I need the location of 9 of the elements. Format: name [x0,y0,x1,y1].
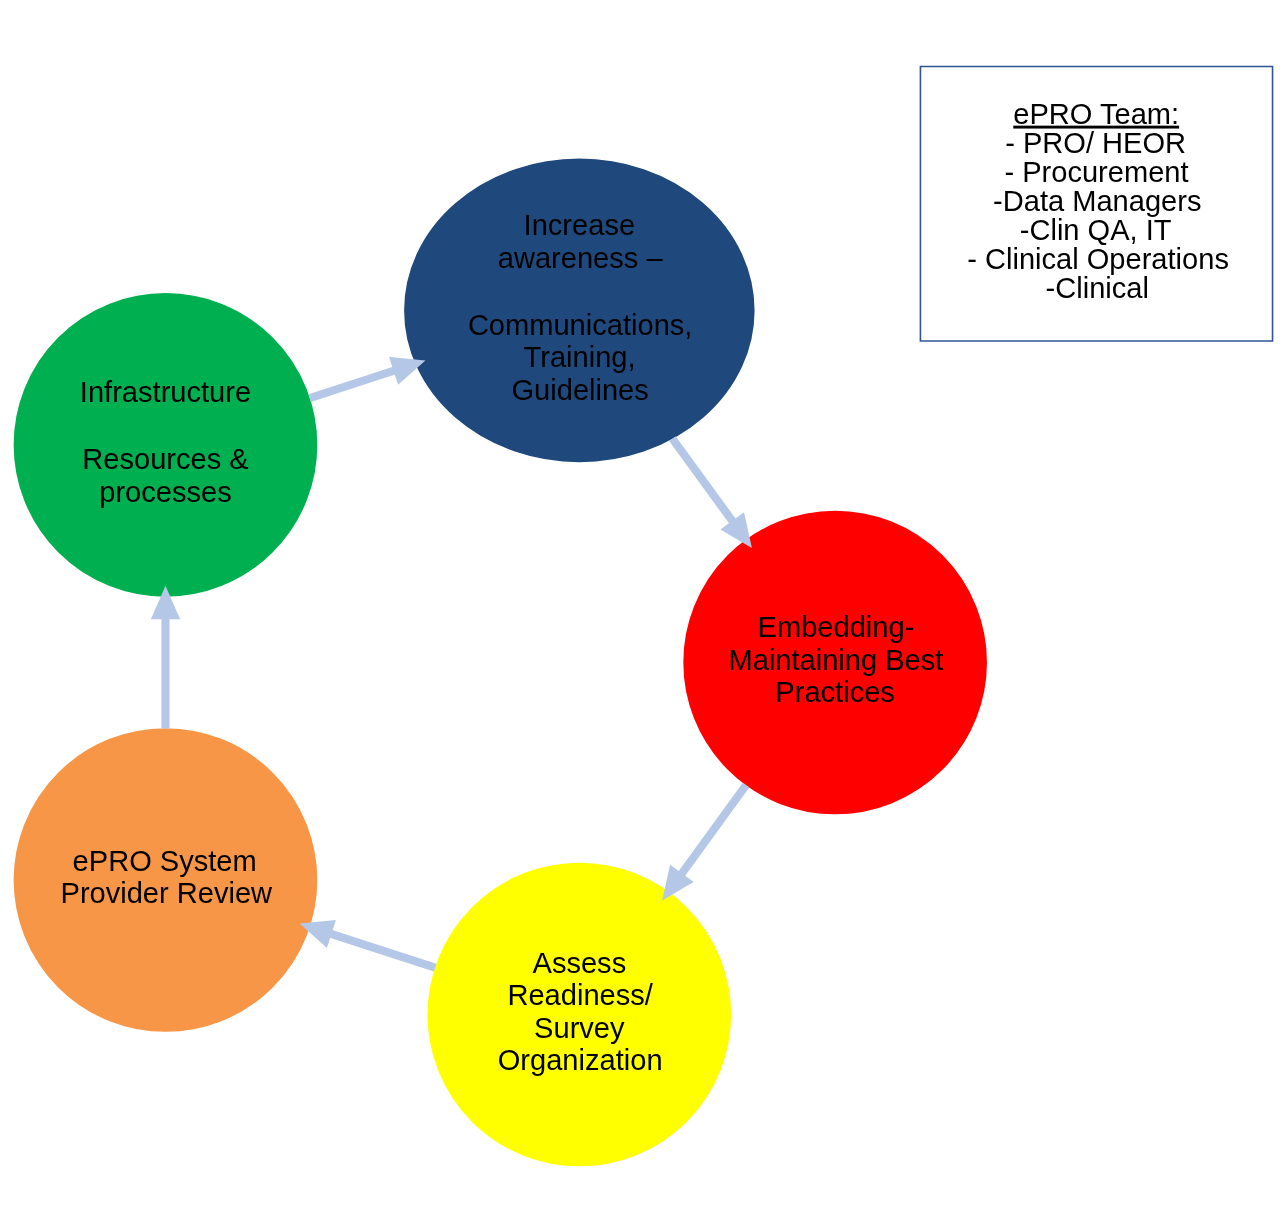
node-circle: ePRO System Provider Review [13,728,318,1032]
arrow [662,782,750,901]
node-circle: Infrastructure Resources & processes [13,293,318,597]
arrow [308,356,426,402]
arrow [669,436,752,548]
node-box: ePRO Team: - PRO/ HEOR - Procurement -Data Managers -Clin QA, IT - Clinical Operations -Clinical [919,65,1274,342]
arrow [299,920,437,972]
arrow [150,585,181,729]
node-ellipse: Increase awareness – Communications, Training, Guidelines [404,158,755,463]
